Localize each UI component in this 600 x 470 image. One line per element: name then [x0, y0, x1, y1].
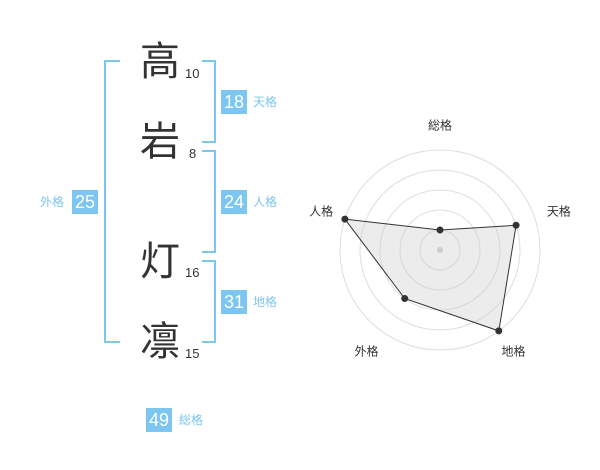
radar-ring-5	[339, 149, 541, 351]
name-char-1: 高	[140, 39, 180, 85]
gaikaku-bracket	[104, 60, 120, 343]
jinkaku-bracket	[202, 150, 216, 253]
radar-axis-label-4: 外格	[354, 344, 379, 359]
name-char-2: 岩	[140, 119, 180, 165]
radar-point-5	[341, 215, 349, 223]
radar-center-dot	[437, 247, 443, 253]
radar-point-3	[495, 327, 503, 335]
gaikaku-label: 外格	[40, 195, 65, 209]
stroke-count-1: 10	[185, 66, 200, 81]
radar-axis-label-2: 天格	[546, 204, 571, 219]
soukaku-label: 総格	[179, 413, 204, 427]
name-char-4: 凛	[140, 319, 180, 365]
name-char-3: 灯	[140, 239, 180, 285]
soukaku-value: 49	[146, 408, 172, 432]
stroke-count-4: 15	[185, 346, 200, 361]
radar-ring-2	[399, 209, 481, 291]
tenkaku-label: 天格	[253, 95, 278, 109]
tenkaku-value: 18	[221, 90, 247, 114]
radar-point-4	[401, 295, 409, 303]
jinkaku-value: 24	[221, 190, 247, 214]
radar-point-1	[436, 226, 444, 234]
chikaku-value: 31	[221, 290, 247, 314]
radar-axis-label-5: 人格	[309, 204, 334, 219]
radar-value-polygon	[343, 218, 517, 332]
chikaku-bracket	[202, 260, 216, 343]
radar-ring-3	[379, 189, 501, 311]
stroke-count-2: 8	[189, 146, 197, 161]
radar-ring-4	[359, 169, 521, 331]
tenkaku-bracket	[202, 60, 216, 143]
chikaku-label: 地格	[253, 295, 278, 309]
stroke-count-3: 16	[185, 265, 200, 280]
jinkaku-label: 人格	[253, 195, 278, 209]
radar-point-2	[512, 221, 520, 229]
gaikaku-value: 25	[72, 190, 98, 214]
radar-axis-label-1: 総格	[427, 118, 453, 133]
radar-axis-label-3: 地格	[501, 344, 526, 359]
